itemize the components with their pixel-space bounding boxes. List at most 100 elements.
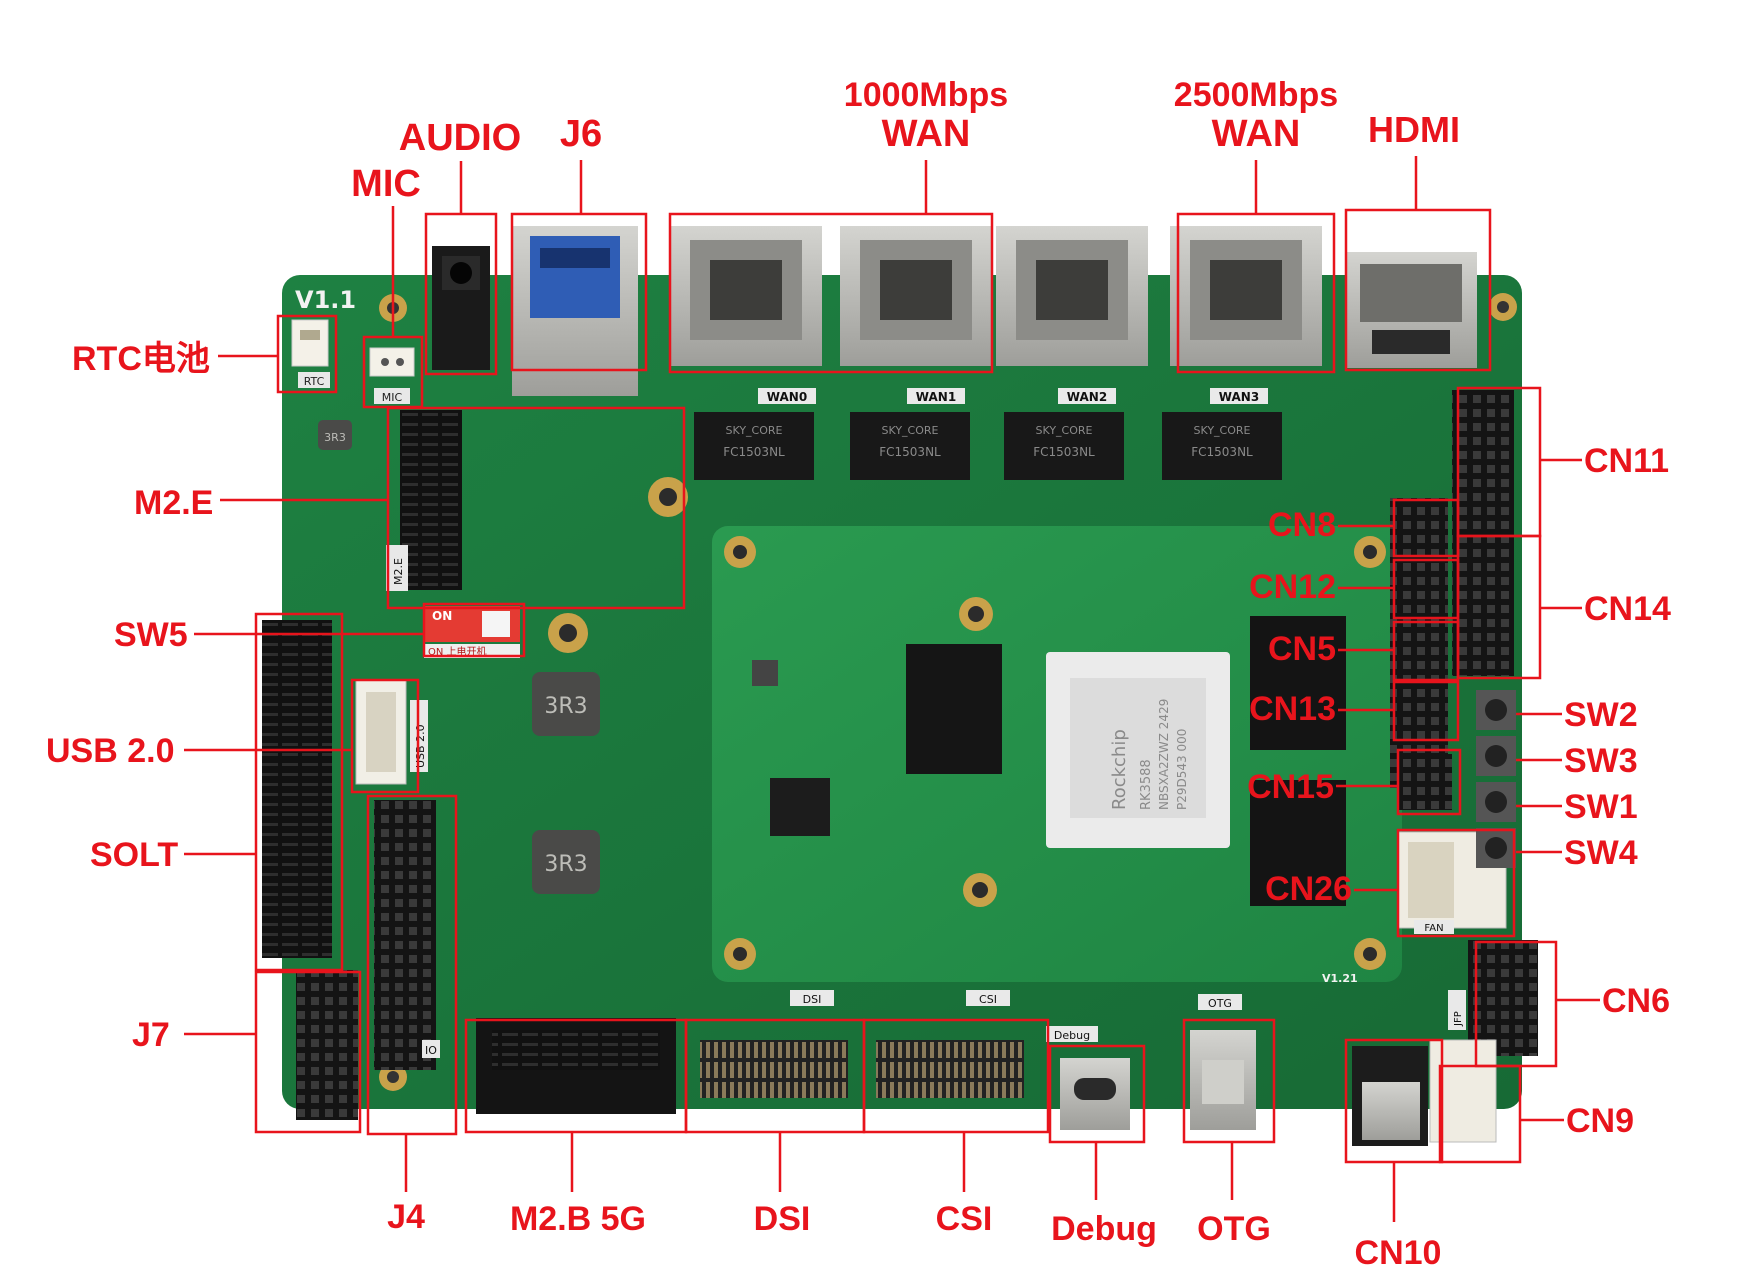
j7-pin-header — [296, 970, 358, 1120]
callout-box-sw5 — [422, 602, 526, 658]
ethernet-port-wan2 — [996, 226, 1148, 366]
inductor-marking: 3R3 — [324, 431, 346, 444]
pmic-chip — [906, 644, 1002, 774]
label-cn5: CN5 — [1268, 630, 1336, 668]
label-wan2500-wan: WAN — [1212, 113, 1301, 155]
usb2-silk: USB 2.0 — [414, 724, 427, 768]
ethernet-port-wan0 — [670, 226, 822, 366]
label-debug: Debug — [1051, 1210, 1157, 1248]
carrier-inductors: 3R3 3R3 3R3 — [318, 420, 600, 894]
label-j6: J6 — [560, 113, 602, 155]
soc-brand: Rockchip — [1109, 729, 1130, 810]
label-cn11: CN11 — [1584, 442, 1669, 480]
label-cn8: CN8 — [1268, 506, 1336, 544]
label-cn6: CN6 — [1602, 982, 1670, 1020]
cn11-cn14-header-body — [1452, 390, 1514, 676]
ethernet-phy-chip — [770, 778, 830, 836]
mic-connector: MIC — [369, 347, 415, 404]
callout-box-hdmi — [1344, 208, 1492, 372]
inductor-marking: 3R3 — [544, 852, 587, 877]
label-rtc: RTC电池 — [72, 340, 210, 378]
callout-box-cn8 — [1392, 498, 1460, 558]
wan1-silk: WAN1 — [916, 390, 956, 404]
callouts — [184, 156, 1600, 1222]
ethernet-jacks — [670, 226, 1322, 366]
wan-silk-labels: WAN0 WAN1 WAN2 WAN3 — [758, 388, 1268, 404]
wan2-silk: WAN2 — [1067, 390, 1107, 404]
lpddr-chip-2 — [1250, 780, 1346, 906]
ethernet-port-wan3 — [1170, 226, 1322, 366]
soc-part: RK3588 — [1139, 759, 1154, 810]
mic-silk: MIC — [382, 391, 403, 404]
label-cn13: CN13 — [1249, 690, 1336, 728]
label-sw2: SW2 — [1564, 696, 1638, 734]
fan-silk: FAN — [1424, 923, 1443, 934]
m2e-slot: M2.E — [386, 410, 462, 591]
magnetics-wan2: SKY_CORE FC1503NL — [1004, 412, 1124, 480]
label-cn26: CN26 — [1265, 870, 1352, 908]
label-otg: OTG — [1197, 1210, 1271, 1248]
callout-box-j6 — [510, 212, 648, 372]
magnetics-part: FC1503NL — [879, 445, 941, 459]
dsi-silk: DSI — [803, 993, 822, 1006]
csi-silk: CSI — [979, 993, 997, 1006]
magnetics-part: FC1503NL — [1191, 445, 1253, 459]
callout-box-csi — [862, 1018, 1050, 1134]
ethernet-port-wan1 — [840, 226, 992, 366]
label-j7: J7 — [132, 1016, 170, 1054]
label-cn12: CN12 — [1249, 568, 1336, 606]
label-usb2: USB 2.0 — [46, 732, 175, 770]
rtc-battery-connector: RTC — [291, 319, 330, 388]
system-on-module: Rockchip RK3588 NBSXA2ZWZ 2429 P29D543 0… — [712, 526, 1402, 985]
callout-box-j4 — [366, 794, 458, 1136]
label-wan1000-speed: 1000Mbps — [844, 76, 1008, 114]
label-sw1: SW1 — [1564, 788, 1638, 826]
soc-date: P29D543 000 — [1175, 729, 1189, 810]
label-wan1000-wan: WAN — [882, 113, 971, 155]
callout-box-j7 — [254, 970, 362, 1134]
pcie-slot — [262, 620, 332, 958]
callout-box-solt — [254, 612, 344, 972]
callout-box-otg — [1182, 1018, 1276, 1144]
board-version-silk: V1.1 — [295, 286, 356, 314]
cn6-jfp-header — [1468, 940, 1538, 1056]
label-dsi: DSI — [754, 1200, 811, 1238]
cn15-header-body — [1398, 754, 1452, 810]
label-cn10: CN10 — [1355, 1234, 1442, 1272]
som-version-silk: V1.21 — [1322, 972, 1358, 985]
callout-labels: MIC AUDIO J6 1000Mbps WAN 2500Mbps WAN H… — [46, 76, 1671, 1272]
tactile-switches — [1476, 690, 1516, 868]
inductor-marking: 3R3 — [544, 694, 587, 719]
soc-lot: NBSXA2ZWZ 2429 — [1157, 699, 1171, 810]
label-m2b: M2.B 5G — [510, 1200, 646, 1238]
callout-box-cn26 — [1396, 828, 1516, 938]
callout-box-usb2 — [350, 678, 420, 794]
debug-silk: Debug — [1054, 1029, 1090, 1042]
label-sw4: SW4 — [1564, 834, 1638, 872]
sw5-on-silk: ON — [432, 609, 452, 623]
callout-box-cn6 — [1474, 940, 1558, 1068]
magnetics-wan1: SKY_CORE FC1503NL — [850, 412, 970, 480]
label-audio: AUDIO — [399, 117, 521, 159]
callout-box-rtc — [276, 314, 338, 394]
magnetics-brand: SKY_CORE — [882, 424, 939, 437]
audio-jack — [432, 246, 490, 370]
label-sw3: SW3 — [1564, 742, 1638, 780]
label-cn15: CN15 — [1247, 768, 1334, 806]
jfp-silk: JFP — [1453, 1011, 1464, 1027]
magnetics-part: FC1503NL — [723, 445, 785, 459]
io-silk: IO — [425, 1044, 437, 1057]
magnetics-wan3: SKY_CORE FC1503NL — [1162, 412, 1282, 480]
label-cn14: CN14 — [1584, 590, 1671, 628]
label-hdmi: HDMI — [1368, 109, 1460, 150]
lpddr-chip-1 — [1250, 616, 1346, 750]
bottom-connectors: DSI CSI Debug OTG — [476, 990, 1428, 1146]
wan0-silk: WAN0 — [767, 390, 807, 404]
label-j4: J4 — [387, 1198, 425, 1236]
lan-magnetics: SKY_CORE FC1503NL SKY_CORE FC1503NL SKY_… — [694, 412, 1282, 480]
dsi-fpc — [700, 1040, 848, 1098]
wan3-silk: WAN3 — [1219, 390, 1259, 404]
label-csi: CSI — [936, 1200, 993, 1238]
magnetics-brand: SKY_CORE — [726, 424, 783, 437]
